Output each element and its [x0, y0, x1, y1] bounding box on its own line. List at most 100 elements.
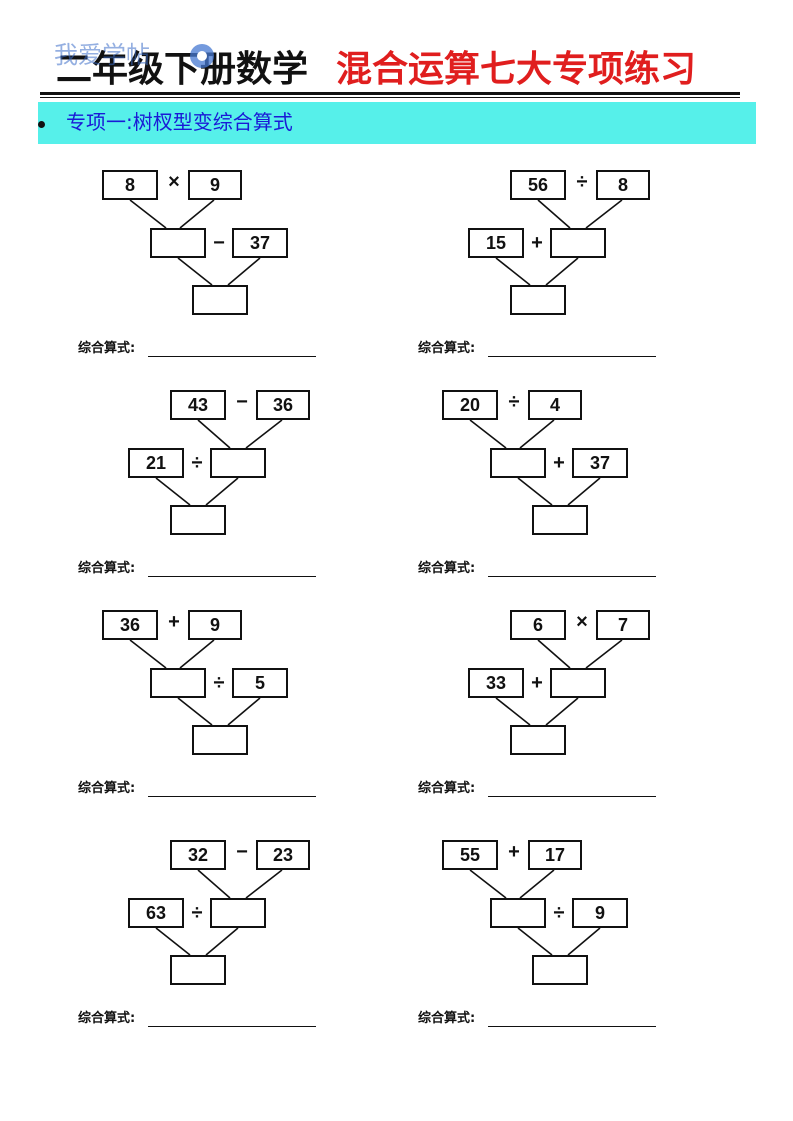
connector-line — [245, 869, 283, 899]
tree-lines — [129, 199, 261, 286]
answer-box-bottom[interactable] — [170, 505, 226, 535]
connector-line — [177, 257, 213, 286]
answer-box-middle[interactable] — [490, 898, 546, 928]
connector-line — [129, 639, 167, 669]
answer-box-bottom[interactable] — [532, 505, 588, 535]
answer-blank-line[interactable] — [148, 1026, 316, 1027]
connector-line — [205, 477, 239, 506]
answer-blank-line[interactable] — [488, 356, 656, 357]
top-operator: ÷ — [576, 171, 588, 193]
top-operator: − — [236, 391, 248, 413]
top-left-number: 32 — [170, 840, 226, 870]
answer-box-bottom[interactable] — [192, 285, 248, 315]
connector-line — [245, 419, 283, 449]
connector-line — [197, 419, 231, 449]
answer-label: 综合算式: — [78, 341, 136, 356]
middle-number: 21 — [128, 448, 184, 478]
top-left-number: 6 — [510, 610, 566, 640]
connector-line — [545, 257, 579, 286]
middle-number: 5 — [232, 668, 288, 698]
top-right-number: 9 — [188, 170, 242, 200]
problem-tree: 8×9−37 — [80, 165, 320, 335]
top-left-number: 36 — [102, 610, 158, 640]
watermark-text: 我爱学帖 — [54, 41, 150, 69]
answer-row: 综合算式: — [78, 560, 318, 580]
connector-line — [545, 697, 579, 726]
connector-line — [537, 639, 571, 669]
answer-label: 综合算式: — [418, 561, 476, 576]
problem-tree: 43−36 21 ÷ — [80, 385, 320, 555]
answer-box-bottom[interactable] — [192, 725, 248, 755]
top-left-number: 20 — [442, 390, 498, 420]
tree-lines — [495, 199, 623, 286]
answer-box-bottom[interactable] — [510, 725, 566, 755]
answer-blank-line[interactable] — [488, 576, 656, 577]
bullet-icon — [38, 121, 45, 128]
top-left-number: 55 — [442, 840, 498, 870]
top-right-number: 8 — [596, 170, 650, 200]
top-operator: − — [236, 841, 248, 863]
answer-box-middle[interactable] — [550, 668, 606, 698]
watermark-logo-icon — [190, 44, 214, 68]
connector-line — [495, 697, 531, 726]
answer-row: 综合算式: — [418, 780, 658, 800]
top-right-number: 4 — [528, 390, 582, 420]
middle-number: 15 — [468, 228, 524, 258]
top-right-number: 7 — [596, 610, 650, 640]
top-operator: + — [168, 611, 180, 633]
connector-line — [469, 869, 507, 899]
middle-operator: − — [213, 232, 225, 254]
top-right-number: 17 — [528, 840, 582, 870]
connector-line — [469, 419, 507, 449]
problem-tree: 20÷4+37 — [420, 385, 660, 555]
answer-blank-line[interactable] — [148, 796, 316, 797]
connector-line — [227, 257, 261, 286]
tree-lines — [469, 869, 601, 956]
middle-operator: ÷ — [191, 452, 203, 474]
tree-lines — [129, 639, 261, 726]
connector-line — [179, 199, 215, 229]
connector-line — [519, 419, 555, 449]
tree-lines — [155, 419, 283, 506]
answer-box-middle[interactable] — [550, 228, 606, 258]
answer-row: 综合算式: — [418, 1010, 658, 1030]
connector-line — [517, 927, 553, 956]
answer-blank-line[interactable] — [488, 1026, 656, 1027]
title-black: 二年级下册数学 — [56, 48, 309, 90]
connector-line — [585, 639, 623, 669]
answer-blank-line[interactable] — [488, 796, 656, 797]
answer-box-bottom[interactable] — [532, 955, 588, 985]
answer-box-middle[interactable] — [150, 228, 206, 258]
answer-box-bottom[interactable] — [510, 285, 566, 315]
answer-label: 综合算式: — [418, 781, 476, 796]
answer-label: 综合算式: — [78, 1011, 136, 1026]
top-right-number: 36 — [256, 390, 310, 420]
answer-box-middle[interactable] — [150, 668, 206, 698]
connector-line — [179, 639, 215, 669]
page-header: 二年级下册数学 混合运算七大专项练习 我爱学帖 — [40, 40, 740, 95]
middle-number: 37 — [232, 228, 288, 258]
answer-row: 综合算式: — [78, 340, 318, 360]
answer-label: 综合算式: — [78, 561, 136, 576]
answer-box-bottom[interactable] — [170, 955, 226, 985]
answer-box-middle[interactable] — [210, 448, 266, 478]
connector-line — [567, 477, 601, 506]
top-left-number: 43 — [170, 390, 226, 420]
answer-box-middle[interactable] — [490, 448, 546, 478]
answer-blank-line[interactable] — [148, 576, 316, 577]
middle-operator: + — [531, 232, 543, 254]
connector-line — [585, 199, 623, 229]
answer-box-middle[interactable] — [210, 898, 266, 928]
answer-blank-line[interactable] — [148, 356, 316, 357]
connector-line — [129, 199, 167, 229]
middle-number: 63 — [128, 898, 184, 928]
middle-operator: ÷ — [213, 672, 225, 694]
section-header: 专项一:树杈型变综合算式 — [38, 102, 756, 144]
middle-number: 37 — [572, 448, 628, 478]
top-left-number: 8 — [102, 170, 158, 200]
connector-line — [227, 697, 261, 726]
top-operator: + — [508, 841, 520, 863]
middle-operator: + — [553, 452, 565, 474]
